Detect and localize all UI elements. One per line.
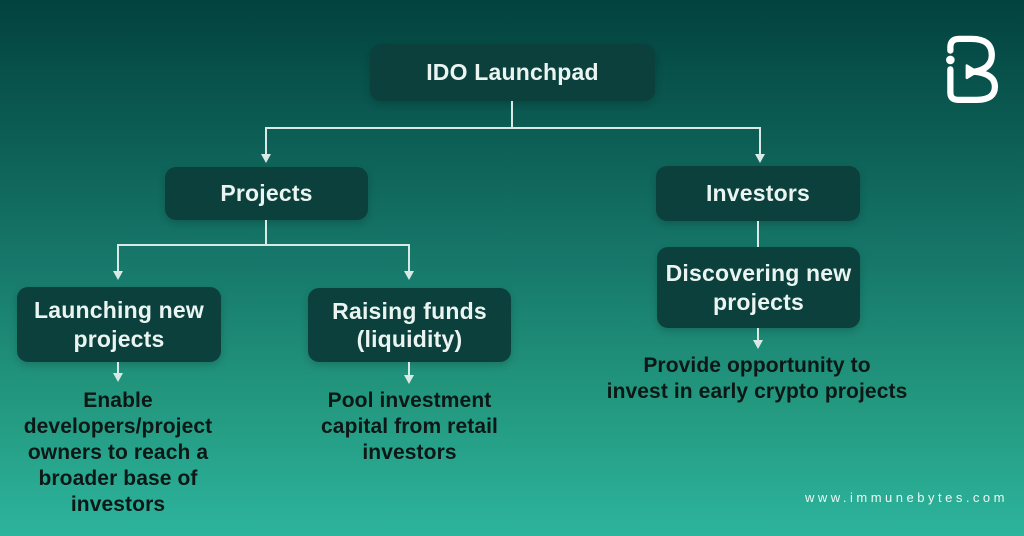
- connector-investors-to-discovering: [757, 221, 759, 247]
- connector-arrow-launching-desc: [113, 362, 123, 382]
- connector-arrow-to-raising: [404, 244, 414, 280]
- logo-i-dot: [946, 55, 955, 65]
- node-ido-launchpad: IDO Launchpad: [370, 44, 655, 101]
- node-launching-new-projects: Launching new projects: [17, 287, 221, 362]
- website-url: www.immunebytes.com: [804, 490, 1008, 505]
- connector-arrow-raising-desc: [404, 362, 414, 384]
- connector-arrow-discovering-desc: [753, 328, 763, 349]
- node-discovering-new-projects: Discovering new projects: [657, 247, 860, 328]
- description-raising: Pool investment capital from retail inve…: [321, 389, 498, 464]
- node-investors-label: Investors: [705, 180, 811, 207]
- node-projects-label: Projects: [220, 180, 313, 207]
- node-ido-launchpad-label: IDO Launchpad: [426, 59, 599, 86]
- connector-arrow-to-launching: [113, 244, 123, 280]
- connector-ido-crossbar: [265, 127, 761, 129]
- description-discovering: Provide opportunity to invest in early c…: [606, 354, 908, 403]
- node-projects: Projects: [165, 167, 368, 220]
- node-discovering-new-projects-label: Discovering new projects: [665, 260, 852, 315]
- connector-projects-crossbar: [117, 244, 410, 246]
- node-investors: Investors: [656, 166, 860, 221]
- node-raising-funds-label: Raising funds (liquidity): [332, 297, 487, 352]
- logo-play-triangle: [965, 64, 979, 80]
- description-launching: Enable developers/project owners to reac…: [23, 389, 213, 516]
- connector-arrow-to-projects: [261, 127, 271, 163]
- immunebytes-logo-icon: [946, 35, 999, 103]
- node-raising-funds: Raising funds (liquidity): [308, 288, 511, 362]
- node-launching-new-projects-label: Launching new projects: [34, 297, 204, 352]
- connector-ido-stem: [511, 101, 513, 128]
- connector-arrow-to-investors: [755, 127, 765, 163]
- connector-projects-stem: [265, 220, 267, 245]
